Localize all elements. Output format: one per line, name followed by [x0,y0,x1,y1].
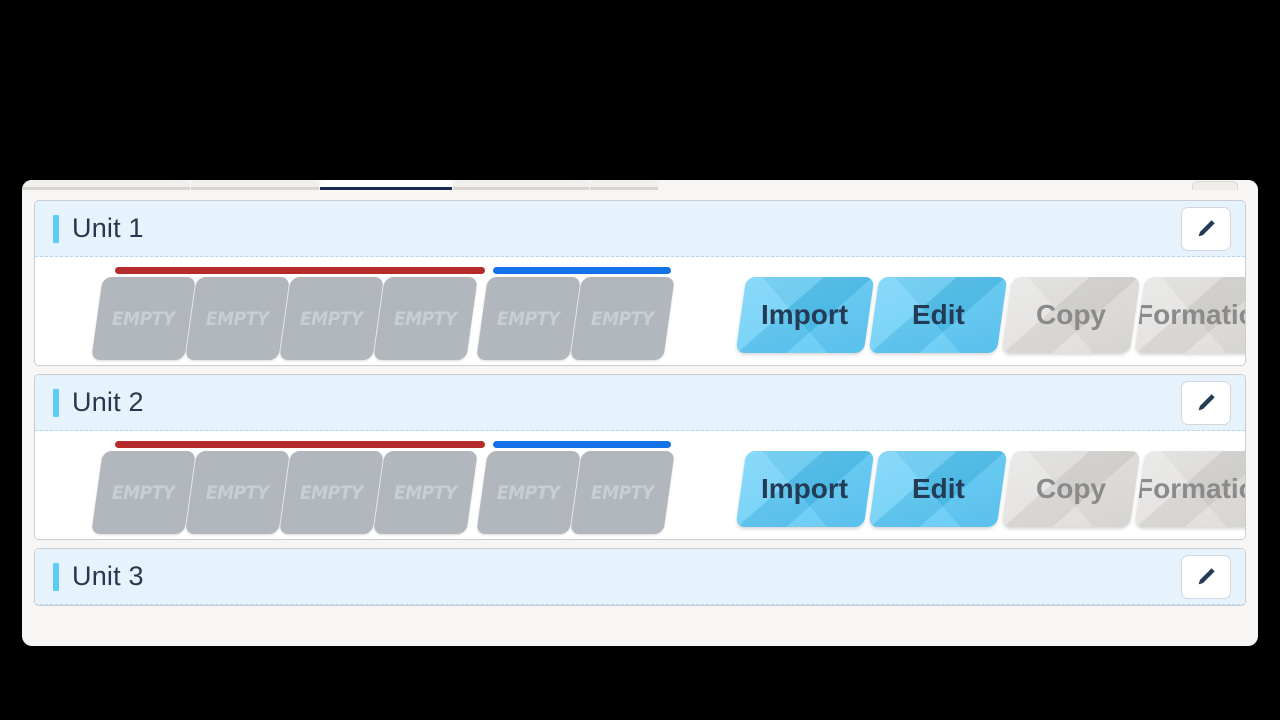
unit-header: Unit 3 [35,549,1245,605]
unit-slot[interactable]: EMPTY [185,451,290,534]
group-bar-red [115,267,485,274]
unit-body: EMPTY EMPTY EMPTY EMPTY EMPTY EMPTY [35,431,1245,539]
copy-button[interactable]: Copy [1001,451,1141,527]
slot-label: EMPTY [206,307,269,330]
unit-list[interactable]: Unit 1 [22,190,1258,646]
import-button-label: Import [761,473,849,504]
tab-5[interactable] [590,180,658,190]
action-button-group: Import Edit Copy Formation [735,441,1246,527]
action-button-group: Import Edit Copy Formation [735,267,1246,353]
unit-title: Unit 3 [72,561,144,591]
unit-accent-bar [53,388,59,417]
unit-slot[interactable]: EMPTY [279,277,384,360]
slot-area: EMPTY EMPTY EMPTY EMPTY EMPTY EMPTY [91,441,679,534]
unit-card: Unit 2 [34,374,1246,540]
slot-group-red: EMPTY EMPTY EMPTY EMPTY [91,277,478,360]
unit-slot[interactable]: EMPTY [570,277,675,360]
edit-button-label: Edit [911,473,965,504]
copy-button[interactable]: Copy [1001,277,1141,353]
slot-label: EMPTY [112,307,175,330]
unit-header: Unit 1 [35,201,1245,257]
unit-slot[interactable]: EMPTY [279,451,384,534]
slot-label: EMPTY [112,481,175,504]
unit-slot[interactable]: EMPTY [373,451,478,534]
unit-title: Unit 2 [72,387,144,417]
tab-2[interactable] [191,180,319,190]
slot-group-blue: EMPTY EMPTY [476,277,675,360]
slot-label: EMPTY [300,307,363,330]
unit-slot[interactable]: EMPTY [185,277,290,360]
group-bar-red [115,441,485,448]
slot-row: EMPTY EMPTY EMPTY EMPTY EMPTY EMPTY [91,451,679,534]
pencil-icon [1198,393,1215,410]
slot-label: EMPTY [591,481,654,504]
topbar-action-button[interactable] [1192,181,1238,190]
formation-button[interactable]: Formation [1134,277,1246,353]
tab-4[interactable] [453,180,589,190]
pencil-icon [1198,567,1215,584]
unit-slot[interactable]: EMPTY [91,451,196,534]
edit-button-label: Edit [911,299,965,330]
unit-body: EMPTY EMPTY EMPTY EMPTY EMPTY EMPTY [35,257,1245,365]
unit-card: Unit 1 [34,200,1246,366]
slot-label: EMPTY [394,481,457,504]
formation-button-label: Formation [1135,299,1246,330]
unit-edit-button[interactable] [1181,206,1231,251]
copy-button-label: Copy [1036,473,1106,504]
unit-title: Unit 1 [72,213,144,243]
unit-slot[interactable]: EMPTY [476,451,581,534]
unit-edit-button[interactable] [1181,380,1231,425]
unit-header: Unit 2 [35,375,1245,431]
group-bar-blue [493,267,671,274]
edit-button[interactable]: Edit [868,451,1008,527]
slot-group-red: EMPTY EMPTY EMPTY EMPTY [91,451,478,534]
unit-slot[interactable]: EMPTY [476,277,581,360]
unit-accent-bar [53,214,59,243]
slot-row: EMPTY EMPTY EMPTY EMPTY EMPTY EMPTY [91,277,679,360]
unit-slot[interactable]: EMPTY [373,277,478,360]
unit-slot[interactable]: EMPTY [91,277,196,360]
unit-edit-button[interactable] [1181,554,1231,599]
group-bar-blue [493,441,671,448]
slot-label: EMPTY [591,307,654,330]
tab-3-active[interactable] [320,180,452,190]
tab-bar [22,180,1258,190]
app-viewport: Unit 1 [22,180,1258,646]
copy-button-label: Copy [1036,299,1106,330]
tab-1[interactable] [22,180,190,190]
import-button[interactable]: Import [735,451,875,527]
slot-group-blue: EMPTY EMPTY [476,451,675,534]
slot-label: EMPTY [497,307,560,330]
unit-accent-bar [53,562,59,591]
slot-area: EMPTY EMPTY EMPTY EMPTY EMPTY EMPTY [91,267,679,360]
slot-label: EMPTY [206,481,269,504]
unit-slot[interactable]: EMPTY [570,451,675,534]
formation-button-label: Formation [1135,473,1246,504]
pencil-icon [1198,219,1215,236]
group-bar-row [115,267,679,274]
group-bar-row [115,441,679,448]
formation-button[interactable]: Formation [1134,451,1246,527]
import-button-label: Import [761,299,849,330]
slot-label: EMPTY [394,307,457,330]
import-button[interactable]: Import [735,277,875,353]
edit-button[interactable]: Edit [868,277,1008,353]
slot-label: EMPTY [300,481,363,504]
slot-label: EMPTY [497,481,560,504]
unit-card: Unit 3 [34,548,1246,606]
